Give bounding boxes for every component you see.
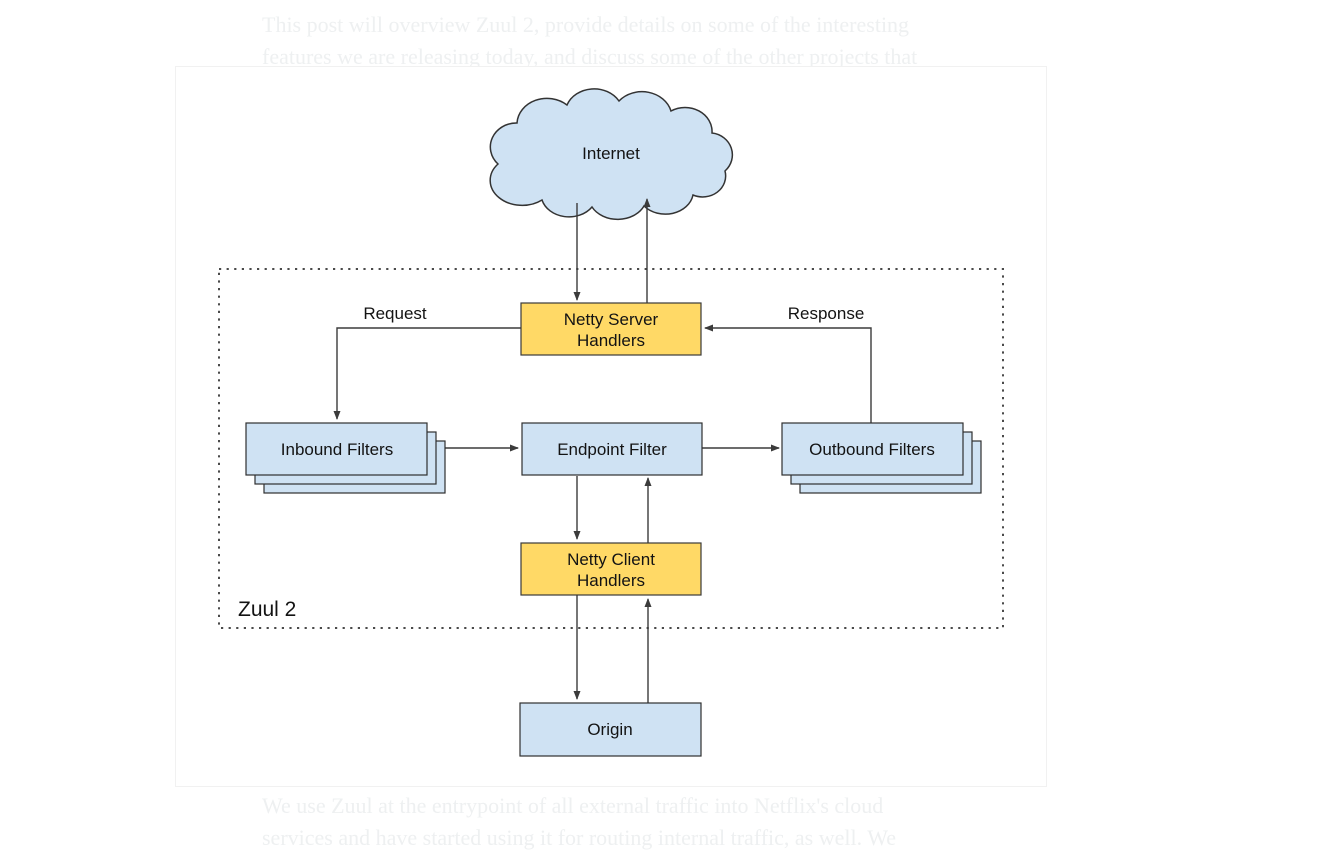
response-label: Response [788,304,865,323]
request-label: Request [363,304,427,323]
svg-text:Origin: Origin [587,720,632,739]
svg-text:Netty Server: Netty Server [564,310,659,329]
node-inbound-filters: Inbound Filters [246,423,445,493]
zuul2-zone-label: Zuul 2 [238,598,296,621]
internet-label: Internet [582,144,640,163]
node-netty-server-handlers: Netty Server Handlers [521,303,701,355]
node-origin: Origin [520,703,701,756]
svg-text:Inbound Filters: Inbound Filters [281,440,393,459]
svg-text:Handlers: Handlers [577,331,645,350]
article-paragraph-bottom: We use Zuul at the entrypoint of all ext… [262,790,962,853]
node-endpoint-filter: Endpoint Filter [522,423,702,475]
zuul2-architecture-diagram-image[interactable]: Zuul 2 Internet Request Response Netty S… [175,66,1047,787]
edge-response [705,328,871,423]
article-text-line: We use Zuul at the entrypoint of all ext… [262,790,962,822]
svg-text:Handlers: Handlers [577,571,645,590]
node-outbound-filters: Outbound Filters [782,423,981,493]
svg-text:Outbound Filters: Outbound Filters [809,440,935,459]
svg-text:Netty Client: Netty Client [567,550,655,569]
article-text-line: This post will overview Zuul 2, provide … [262,9,962,41]
medium-article-lightbox: { "article": { "top_paragraph": { "line1… [0,0,1335,833]
article-paragraph-top: This post will overview Zuul 2, provide … [262,9,962,72]
diagram-canvas: Zuul 2 Internet Request Response Netty S… [176,67,1046,786]
article-text-line: services and have started using it for r… [262,822,962,853]
node-netty-client-handlers: Netty Client Handlers [521,543,701,595]
edge-request [337,328,521,419]
svg-text:Endpoint Filter: Endpoint Filter [557,440,667,459]
